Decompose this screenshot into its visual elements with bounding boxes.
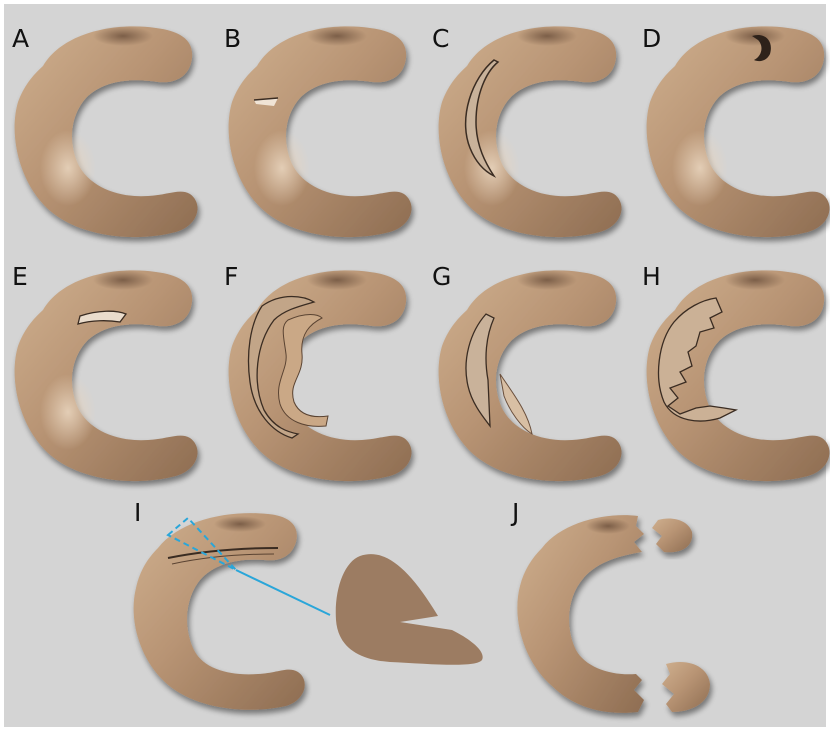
- meniscus-bucket-handle-tear: [229, 270, 412, 481]
- meniscus-horizontal-tear: [647, 26, 830, 237]
- bucket-handle-fragment: [278, 315, 328, 427]
- meniscus-root-avulsion: [517, 515, 710, 713]
- panel-label-i: I: [134, 500, 141, 525]
- panel-label-j: J: [512, 500, 519, 525]
- avulsed-fragment-bottom: [662, 662, 710, 712]
- panel-label-g: G: [432, 264, 451, 289]
- panel-label-e: E: [12, 264, 28, 289]
- meniscus-normal: [15, 26, 198, 237]
- meniscus-longitudinal-tear: [439, 26, 622, 237]
- meniscus-radial-tear: [229, 26, 412, 237]
- panel-label-c: C: [432, 26, 449, 51]
- meniscus-horizontal-cleavage-tear: [134, 513, 305, 710]
- panel-label-d: D: [642, 26, 661, 51]
- avulsed-fragment-top: [652, 519, 692, 553]
- panel-label-b: B: [224, 26, 241, 51]
- panel-label-h: H: [642, 264, 661, 289]
- meniscus-flap-tear: [439, 270, 622, 481]
- meniscus-complex-tear: [647, 270, 830, 481]
- meniscus-horizontal-flap-tear: [15, 270, 198, 481]
- cross-section-shape: [336, 554, 483, 665]
- panel-label-f: F: [224, 264, 238, 289]
- panel-label-a: A: [12, 26, 29, 51]
